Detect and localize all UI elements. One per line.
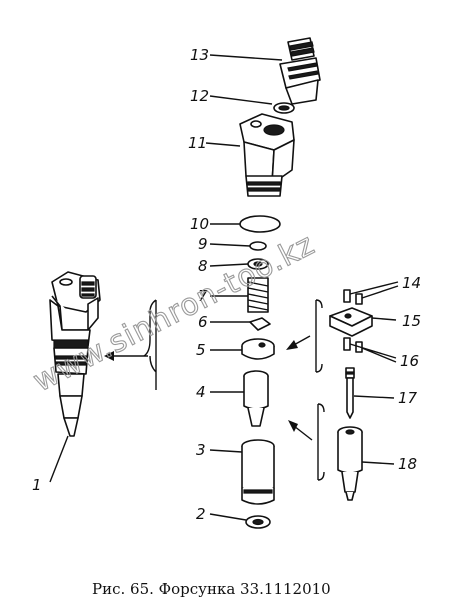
part-5-spacer-plate [241,338,275,360]
part-13-fitting [279,37,321,105]
label-1: 1 [32,476,42,494]
label-6: 6 [198,313,208,331]
label-10: 10 [190,215,209,233]
label-14: 14 [402,274,421,292]
part-16-pins [343,337,363,353]
part-18-nozzle [337,426,363,501]
label-17: 17 [398,389,418,407]
label-3: 3 [196,441,206,459]
part-6-spacer [249,317,271,331]
part-12-washer [273,102,295,114]
label-4: 4 [196,383,206,401]
label-13: 13 [190,46,209,64]
label-16: 16 [400,352,419,370]
label-15: 15 [402,312,421,330]
label-5: 5 [196,341,206,359]
part-10-ring [239,215,281,233]
part-14-pins [343,289,363,305]
assembly-bracket [143,299,157,390]
label-12: 12 [190,87,209,105]
leader-lines [49,54,399,521]
watermark: www.sinhron-too.kz [28,227,321,399]
part-4-needle-guide [243,370,269,427]
part-15-plate [329,307,373,337]
label-9: 9 [198,235,208,253]
label-18: 18 [398,455,417,473]
label-7: 7 [198,287,208,305]
part-2-washer [245,515,271,529]
part-labels: 13 12 11 10 9 8 7 6 5 4 3 2 1 14 15 16 1… [32,46,421,523]
label-2: 2 [196,505,206,523]
part-3-nozzle-nut [241,439,275,505]
assembled-injector [49,271,101,437]
label-8: 8 [198,257,208,275]
part-11-body [239,113,295,197]
figure-caption: Рис. 65. Форсунка 33.1112010 [92,580,331,598]
part-7-spring [247,277,269,313]
part-17-needle [345,367,355,419]
label-11: 11 [188,134,207,152]
